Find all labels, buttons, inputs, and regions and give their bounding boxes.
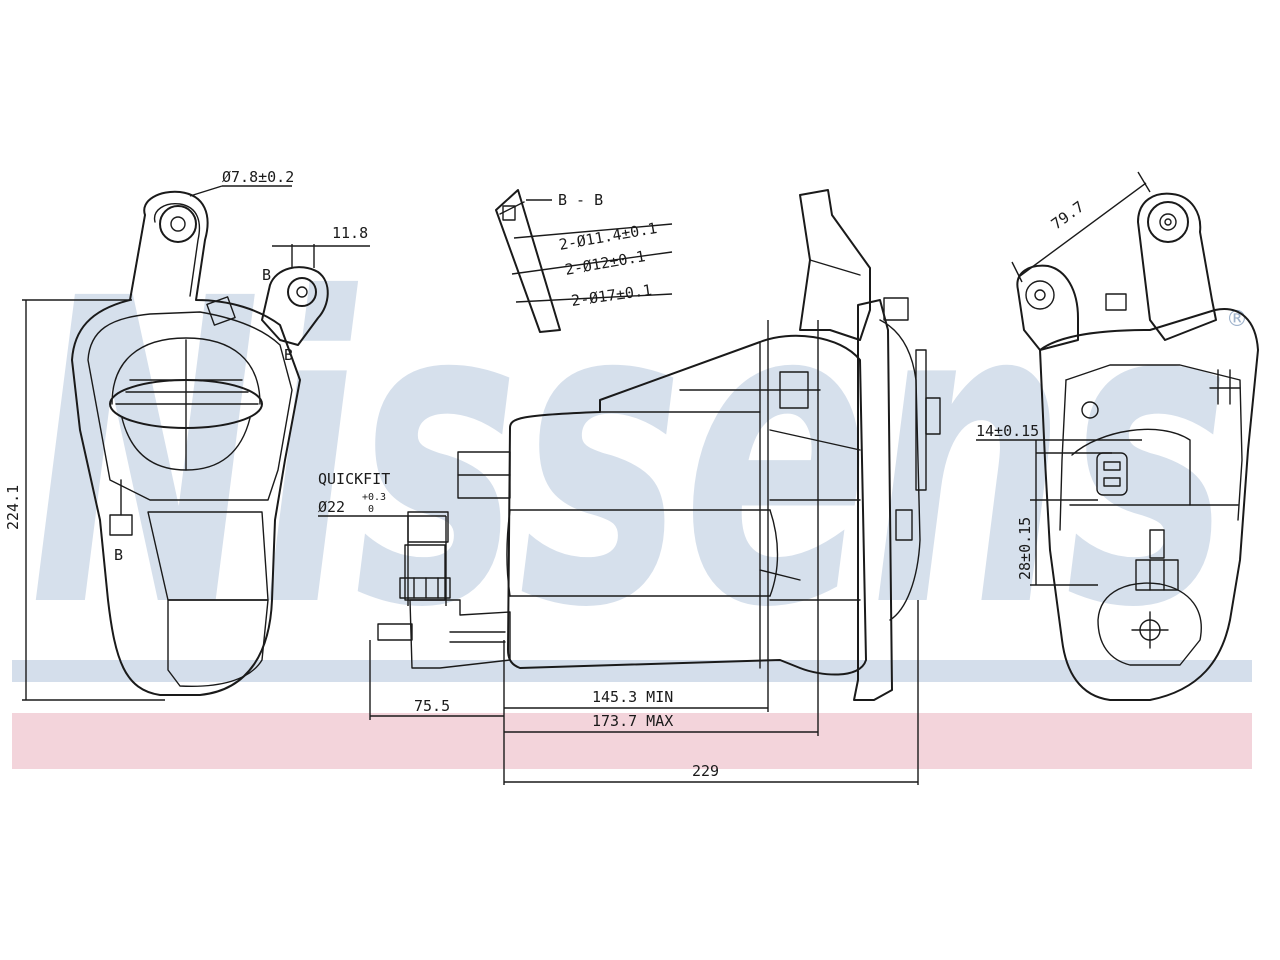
watermark-registered-mark: ® bbox=[1226, 307, 1248, 332]
dim-height-total: 224.1 bbox=[4, 485, 22, 530]
left-view-dimensions: Ø7.8±0.2 11.8 224.1 B B B bbox=[4, 168, 370, 701]
right-view bbox=[1016, 192, 1259, 701]
dim-width-75: 75.5 bbox=[414, 697, 450, 715]
quickfit-tol-lower: 0 bbox=[368, 504, 374, 515]
section-marker-b3: B bbox=[114, 546, 123, 564]
dim-offset: 11.8 bbox=[332, 224, 368, 242]
dim-width-229: 229 bbox=[692, 762, 719, 780]
section-marker-b2: B bbox=[284, 346, 293, 364]
section-marker-b1: B bbox=[262, 266, 271, 284]
dim-spacing-14: 14±0.15 bbox=[976, 422, 1039, 440]
left-view bbox=[71, 190, 329, 696]
dim-min-length: 145.3 MIN bbox=[592, 688, 673, 706]
quickfit-tol-upper: +0.3 bbox=[362, 492, 386, 503]
center-view bbox=[377, 189, 941, 701]
dim-max-length: 173.7 MAX bbox=[592, 712, 673, 730]
quickfit-label: QUICKFIT bbox=[318, 470, 390, 488]
quickfit-diameter: Ø22 bbox=[318, 498, 345, 516]
section-label: B - B bbox=[558, 191, 603, 209]
center-view-dimensions: QUICKFIT Ø22 +0.3 0 75.5 145.3 MIN 173.7… bbox=[318, 320, 919, 785]
watermark-red-band bbox=[12, 713, 1252, 769]
dim-top-hole-diameter: Ø7.8±0.2 bbox=[222, 168, 294, 186]
watermark-blue-band bbox=[12, 660, 1252, 682]
dim-spacing-28: 28±0.15 bbox=[1016, 517, 1034, 580]
